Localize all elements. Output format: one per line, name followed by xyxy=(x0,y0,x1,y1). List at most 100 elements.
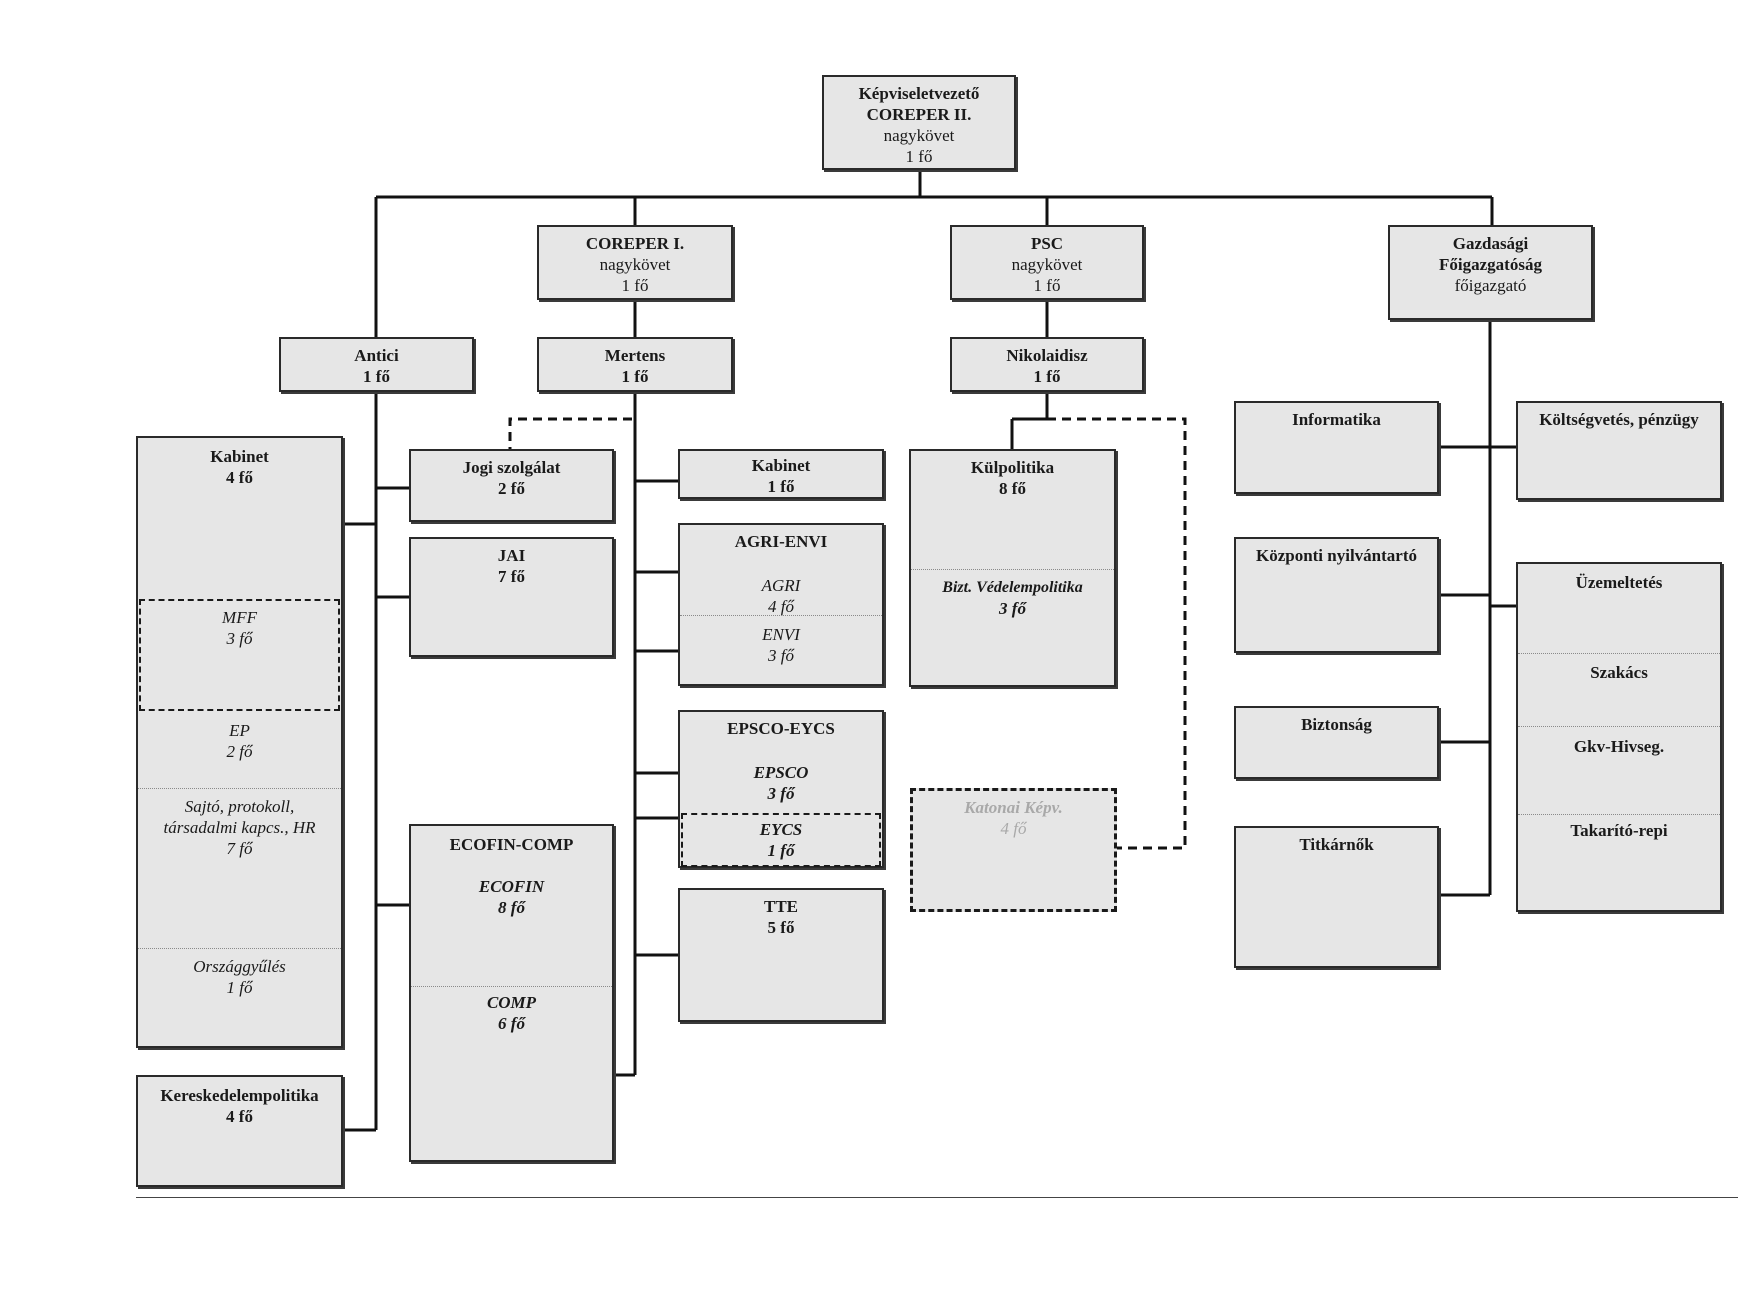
node-count: 1 fő xyxy=(621,367,649,386)
section-takarito-title: Takarító-repi xyxy=(1570,821,1668,840)
node-gazdasagi: Gazdasági Főigazgatóság főigazgató xyxy=(1388,225,1593,320)
node-title: COREPER I. xyxy=(585,234,685,253)
node-title: Gazdasági xyxy=(1452,234,1529,253)
node-kulpolitika: Külpolitika 8 fő Bizt. Védelempolitika 3… xyxy=(909,449,1116,687)
node-title: EPSCO-EYCS xyxy=(727,719,835,738)
node-psc: PSC nagykövet 1 fő xyxy=(950,225,1144,300)
section-mff: MFF 3 fő xyxy=(139,599,340,711)
node-title: Kabinet xyxy=(751,456,811,475)
node-kozponti-nyilvantarto: Központi nyilvántartó xyxy=(1234,537,1439,653)
node-count: 1 fő xyxy=(767,477,795,496)
node-title: AGRI-ENVI xyxy=(734,532,828,551)
section-epsco-count: 3 fő xyxy=(767,784,795,803)
section-orszaggyules-count: 1 fő xyxy=(226,978,253,997)
node-count: 1 fő xyxy=(363,367,390,386)
node-title: Kabinet xyxy=(210,447,269,466)
section-szakacs-title: Szakács xyxy=(1590,663,1648,682)
section-bizt-title: Bizt. Védelempolitika xyxy=(942,579,1083,596)
node-kereskedelempolitika: Kereskedelempolitika 4 fő xyxy=(136,1075,343,1187)
node-koltsegvetes: Költségvetés, pénzügy xyxy=(1516,401,1722,500)
separator xyxy=(138,788,341,789)
node-biztonsag: Biztonság xyxy=(1234,706,1439,779)
node-title: Mertens xyxy=(604,346,666,365)
node-title: Biztonság xyxy=(1301,715,1372,734)
node-role: nagykövet xyxy=(1011,255,1083,274)
section-comp-title: COMP xyxy=(486,993,537,1012)
footer-rule xyxy=(136,1197,1738,1198)
node-role: főigazgató xyxy=(1454,276,1527,295)
node-title: Nikolaidisz xyxy=(1006,346,1088,365)
node-tte: TTE 5 fő xyxy=(678,888,884,1022)
node-uzemeltetes: Üzemeltetés Szakács Gkv-Hivseg. Takarító… xyxy=(1516,562,1722,912)
node-title: Informatika xyxy=(1292,410,1381,429)
section-bizt-count: 3 fő xyxy=(999,599,1026,618)
node-count: 1 fő xyxy=(1033,367,1061,386)
section-ecofin-count: 8 fő xyxy=(498,898,525,917)
node-katonai-kepv: Katonai Képv. 4 fő xyxy=(910,788,1117,912)
node-subtitle: COREPER II. xyxy=(866,105,972,124)
node-count: 7 fő xyxy=(498,567,525,586)
node-title: JAI xyxy=(497,546,526,565)
node-role: nagykövet xyxy=(599,255,671,274)
node-antici: Antici 1 fő xyxy=(279,337,474,392)
section-orszaggyules-title: Országgyűlés xyxy=(193,957,286,976)
separator xyxy=(138,948,341,949)
node-mertens: Mertens 1 fő xyxy=(537,337,733,392)
section-envi-title: ENVI xyxy=(762,625,800,644)
node-jai: JAI 7 fő xyxy=(409,537,614,657)
node-title: Költségvetés, pénzügy xyxy=(1539,410,1699,429)
node-title: Titkárnők xyxy=(1299,835,1374,854)
section-count: 3 fő xyxy=(226,629,253,648)
separator xyxy=(680,615,882,616)
section-sajto-line1: Sajtó, protokoll, xyxy=(184,797,295,816)
section-title: MFF xyxy=(222,608,257,627)
section-ecofin-title: ECOFIN xyxy=(478,877,545,896)
section-ep-title: EP xyxy=(229,721,250,740)
node-title: Antici xyxy=(354,346,399,365)
section-title: EYCS xyxy=(759,820,803,839)
section-envi-count: 3 fő xyxy=(768,646,794,665)
separator xyxy=(911,569,1114,570)
section-eycs: EYCS 1 fő xyxy=(681,813,881,867)
node-title: PSC xyxy=(1030,234,1064,253)
node-subtitle: Főigazgatóság xyxy=(1439,255,1542,274)
node-title: Központi nyilvántartó xyxy=(1255,546,1418,565)
node-title: TTE xyxy=(763,897,799,916)
node-title: Kereskedelempolitika xyxy=(160,1086,319,1105)
separator xyxy=(1518,726,1720,727)
separator xyxy=(1518,653,1720,654)
node-epsco-eycs: EPSCO-EYCS EPSCO 3 fő EYCS 1 fő xyxy=(678,710,884,868)
section-comp-count: 6 fő xyxy=(498,1014,525,1033)
section-agri-count: 4 fő xyxy=(768,597,794,616)
section-ep-count: 2 fő xyxy=(226,742,253,761)
node-kepviseletvezeto: Képviseletvezető COREPER II. nagykövet 1… xyxy=(822,75,1016,170)
node-agri-envi: AGRI-ENVI AGRI 4 fő ENVI 3 fő xyxy=(678,523,884,686)
separator xyxy=(1518,814,1720,815)
node-coreper1: COREPER I. nagykövet 1 fő xyxy=(537,225,733,300)
node-count: 1 fő xyxy=(905,147,933,166)
section-sajto-line2: társadalmi kapcs., HR xyxy=(163,818,316,837)
node-count: 2 fő xyxy=(498,479,525,498)
node-jogi-szolgalat: Jogi szolgálat 2 fő xyxy=(409,449,614,522)
node-title: Jogi szolgálat xyxy=(462,458,561,477)
node-count: 4 fő xyxy=(226,468,253,487)
node-count: 4 fő xyxy=(226,1107,253,1126)
node-title: Üzemeltetés xyxy=(1575,573,1663,592)
node-count: 5 fő xyxy=(767,918,795,937)
node-title: ECOFIN-COMP xyxy=(449,835,574,854)
node-kabinet-left: Kabinet 4 fő MFF 3 fő EP 2 fő Sajtó, pro… xyxy=(136,436,343,1048)
node-title: Külpolitika xyxy=(970,458,1055,477)
node-title: Képviseletvezető xyxy=(858,84,980,103)
node-count: 1 fő xyxy=(1033,276,1061,295)
node-nikolaidisz: Nikolaidisz 1 fő xyxy=(950,337,1144,392)
section-count: 1 fő xyxy=(767,841,795,860)
section-agri-title: AGRI xyxy=(761,576,801,595)
separator xyxy=(411,986,612,987)
section-epsco-title: EPSCO xyxy=(753,763,809,782)
section-gkv-title: Gkv-Hivseg. xyxy=(1573,737,1665,756)
node-title: Katonai Képv. xyxy=(964,798,1063,817)
node-informatika: Informatika xyxy=(1234,401,1439,494)
node-titkarnok: Titkárnők xyxy=(1234,826,1439,968)
